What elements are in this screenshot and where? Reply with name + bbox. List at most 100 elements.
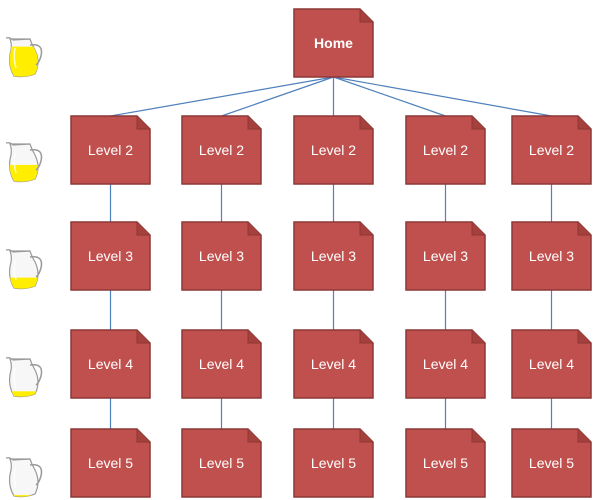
page-box-shape — [293, 115, 374, 185]
pitcher-highlight — [13, 259, 17, 281]
level-4-box: Level 4 — [405, 329, 486, 399]
page-box-label: Level 4 — [311, 356, 356, 372]
page-box-label: Level 3 — [423, 248, 468, 264]
page-box-label: Level 5 — [199, 455, 244, 471]
page-box-label: Level 3 — [529, 248, 574, 264]
page-box-shape — [70, 221, 151, 291]
level-2-box: Level 2 — [293, 115, 374, 185]
level-2-box: Level 2 — [181, 115, 262, 185]
page-box-shape — [511, 115, 592, 185]
pitcher-handle — [29, 363, 43, 386]
page-box-shape — [405, 221, 486, 291]
level-2-box: Level 2 — [511, 115, 592, 185]
pitcher-juice-level — [9, 164, 38, 182]
pitcher-icon — [5, 357, 43, 398]
page-box-shape — [511, 329, 592, 399]
page-box-shape — [293, 329, 374, 399]
page-box-shape — [293, 8, 374, 78]
pitcher-spout — [5, 142, 31, 146]
connector-line-home-to-level-2 — [110, 76, 334, 117]
level-4-box: Level 4 — [70, 329, 151, 399]
page-box-shape — [405, 115, 486, 185]
page-box-shape — [293, 428, 374, 498]
page-box-shape — [405, 428, 486, 498]
page-box-shape — [293, 221, 374, 291]
level-4-box: Level 4 — [293, 329, 374, 399]
level-2-box: Level 2 — [405, 115, 486, 185]
page-box-shape — [181, 329, 262, 399]
pitcher-highlight — [13, 152, 17, 174]
pitcher-juice-level — [9, 391, 38, 397]
page-box-label: Level 4 — [199, 356, 244, 372]
page-box-shape — [181, 428, 262, 498]
page-box-label: Level 2 — [199, 142, 244, 158]
folded-corner-icon — [577, 116, 591, 130]
level-5-box: Level 5 — [511, 428, 592, 498]
level-5-box: Level 5 — [70, 428, 151, 498]
page-box-shape — [70, 428, 151, 498]
pitcher-icon — [5, 249, 43, 290]
folded-corner-icon — [247, 429, 261, 443]
level-3-box: Level 3 — [181, 221, 262, 291]
folded-corner-icon — [359, 222, 373, 236]
pitcher-handle — [29, 463, 43, 486]
page-box-label: Level 4 — [88, 356, 133, 372]
connector-lines — [109, 76, 553, 429]
connector-line-home-to-level-2 — [221, 76, 334, 117]
pitcher-spout — [5, 37, 31, 41]
folded-corner-icon — [359, 116, 373, 130]
pitcher-column — [5, 37, 43, 498]
folded-corner-icon — [471, 222, 485, 236]
page-box-shape — [70, 329, 151, 399]
folded-corner-icon — [136, 222, 150, 236]
page-box-label: Level 3 — [88, 248, 133, 264]
folded-corner-icon — [136, 429, 150, 443]
page-box-label: Level 5 — [88, 455, 133, 471]
page-box-label: Level 5 — [529, 455, 574, 471]
folded-corner-icon — [359, 429, 373, 443]
page-box-shape — [405, 329, 486, 399]
home-box: Home — [293, 8, 374, 78]
page-box-shape — [181, 115, 262, 185]
level-3-box: Level 3 — [293, 221, 374, 291]
pitcher-highlight — [13, 367, 17, 389]
page-box-label: Level 3 — [199, 248, 244, 264]
page-box-label: Level 5 — [311, 455, 356, 471]
folded-corner-icon — [471, 116, 485, 130]
level-2-box: Level 2 — [70, 115, 151, 185]
page-box-label: Home — [314, 35, 353, 51]
page-box-label: Level 5 — [423, 455, 468, 471]
pitcher-spout — [5, 357, 31, 361]
pitcher-handle — [29, 255, 43, 278]
level-5-box: Level 5 — [405, 428, 486, 498]
pitcher-icon — [5, 142, 43, 183]
page-box-shape — [70, 115, 151, 185]
folded-corner-icon — [136, 330, 150, 344]
level-5-box: Level 5 — [181, 428, 262, 498]
pitcher-spout — [5, 457, 31, 461]
folded-corner-icon — [577, 429, 591, 443]
folded-corner-icon — [136, 116, 150, 130]
level-3-box: Level 3 — [405, 221, 486, 291]
folded-corner-icon — [247, 330, 261, 344]
folded-corner-icon — [471, 330, 485, 344]
page-box-shape — [511, 221, 592, 291]
page-box-label: Level 2 — [311, 142, 356, 158]
pitcher-juice-level — [9, 495, 38, 497]
folded-corner-icon — [359, 9, 373, 23]
page-box-label: Level 2 — [529, 142, 574, 158]
level-3-box: Level 3 — [70, 221, 151, 291]
level-3-box: Level 3 — [511, 221, 592, 291]
page-box-label: Level 2 — [88, 142, 133, 158]
page-box-label: Level 4 — [423, 356, 468, 372]
folded-corner-icon — [577, 330, 591, 344]
pitcher-spout — [5, 249, 31, 253]
level-4-box: Level 4 — [511, 329, 592, 399]
folded-corner-icon — [247, 116, 261, 130]
level-4-box: Level 4 — [181, 329, 262, 399]
pitcher-handle — [29, 148, 43, 171]
pitcher-highlight — [13, 467, 17, 489]
folded-corner-icon — [247, 222, 261, 236]
